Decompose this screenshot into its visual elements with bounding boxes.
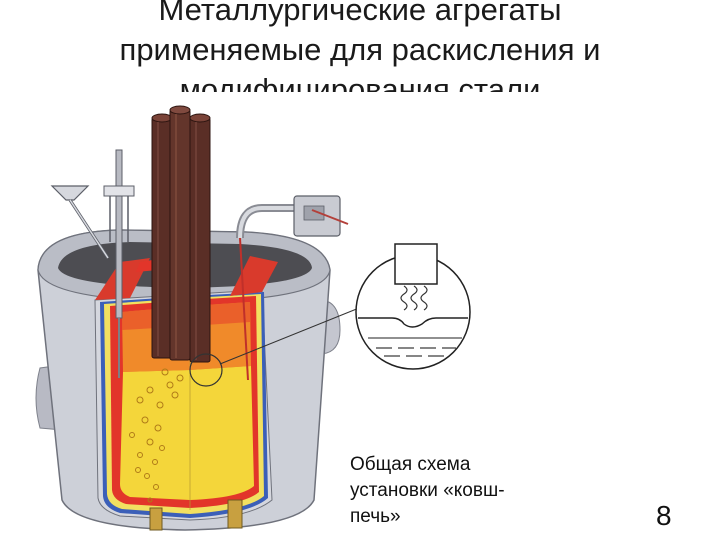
- caption-line: Общая схема: [350, 454, 471, 475]
- page-number: 8: [656, 500, 672, 531]
- slide-title: Металлургические агрегаты применяемые дл…: [0, 0, 720, 92]
- slide-title-line: применяемые для раскисления и: [119, 32, 601, 67]
- electrode: [169, 109, 191, 361]
- caption-line: установки «ковш-: [350, 480, 505, 501]
- alloy-funnel: [50, 185, 90, 201]
- detail-marker: [189, 353, 223, 387]
- detail-electrode: [394, 243, 438, 285]
- detail-arc: [400, 285, 428, 311]
- electrode: [189, 117, 211, 363]
- detail-melt-surface: [358, 317, 468, 328]
- electrode: [151, 117, 173, 359]
- sampling-lance: [115, 149, 123, 319]
- slide-title-line: Металлургические агрегаты: [158, 0, 562, 27]
- molten-steel: [120, 366, 254, 500]
- porous-plug: [149, 507, 163, 531]
- argon-bubbles: [129, 368, 184, 503]
- tap-hole: [227, 499, 243, 529]
- graphite-electrodes: [151, 105, 211, 363]
- diagram-caption: Общая схема установки «ковш- печь»: [350, 452, 570, 530]
- arc-detail-view: [355, 243, 471, 370]
- slide-title-line: модифицирования стали: [179, 72, 541, 92]
- caption-line: печь»: [350, 506, 401, 527]
